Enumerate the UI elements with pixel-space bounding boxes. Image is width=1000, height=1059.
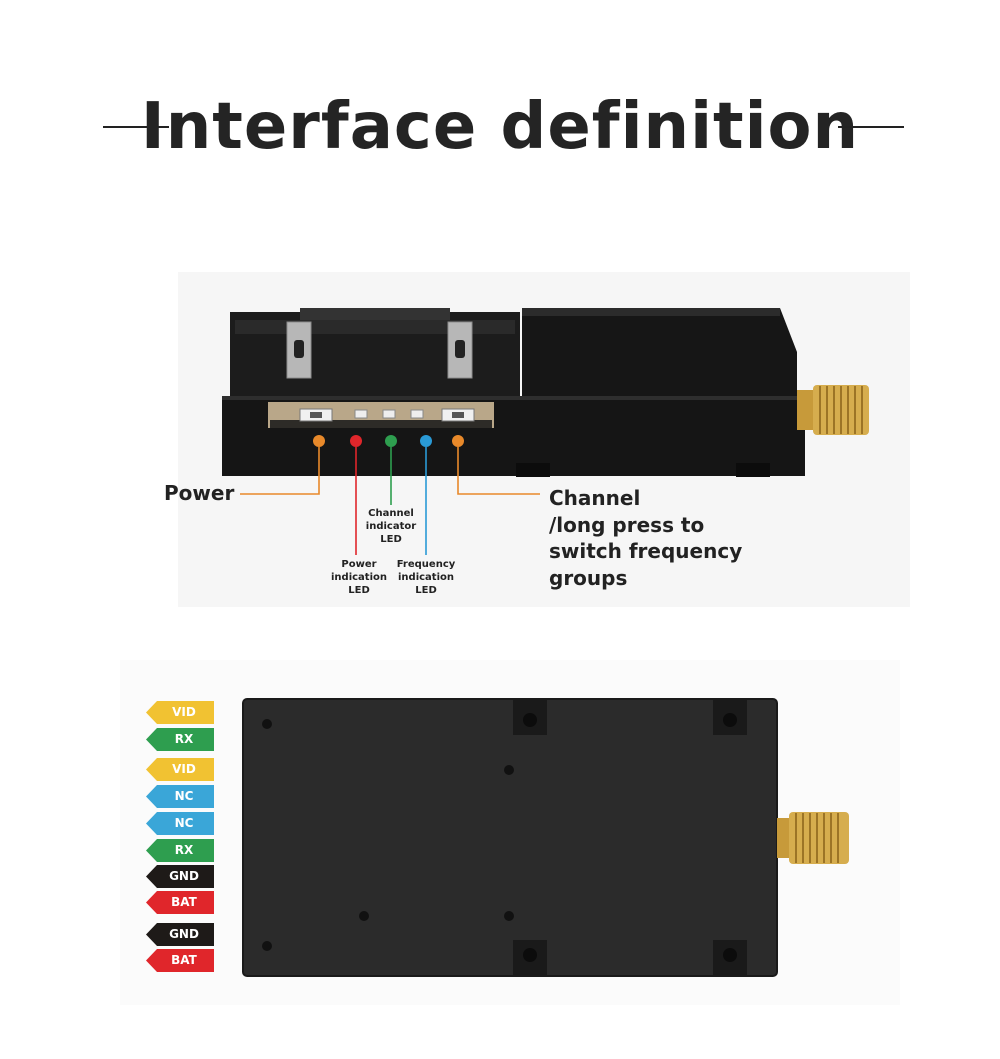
pin-tag-vid: VID — [146, 701, 214, 724]
sma-antenna-connector-top-icon — [777, 812, 849, 864]
pin-tag-label: VID — [172, 705, 196, 719]
power-led-label: Power indication LED — [319, 558, 399, 597]
title-row: Interface definition — [0, 82, 1000, 172]
power-led-label-line: indication — [330, 572, 387, 583]
pin-tag-label: GND — [169, 869, 199, 883]
pin-tag-label: GND — [169, 927, 199, 941]
pin-tag-nc: NC — [146, 812, 214, 835]
power-led-marker-icon — [350, 435, 362, 447]
pin-tag-label: NC — [174, 816, 194, 830]
pin-tag-arrow-icon — [146, 785, 214, 808]
pin-tag-arrow-icon — [146, 839, 214, 862]
power-led-label-line: Power — [341, 559, 377, 570]
channel-button-label-line: switch frequency — [549, 539, 743, 563]
title-rule-right — [838, 126, 904, 128]
channel-button-marker-icon — [452, 435, 464, 447]
clip-right-icon — [447, 321, 473, 379]
power-led-label-line: LED — [348, 585, 370, 596]
channel-led-marker-icon — [385, 435, 397, 447]
frequency-led-marker-icon — [420, 435, 432, 447]
sma-antenna-connector-icon — [797, 385, 869, 435]
frequency-led-label: Frequency indication LED — [386, 558, 466, 597]
power-button-label: Power — [164, 481, 235, 505]
pin-tag-vid: VID — [146, 758, 214, 781]
pin-tag-arrow-icon — [146, 949, 214, 972]
channel-led-label-line: LED — [380, 534, 402, 545]
pin-tag-arrow-icon — [146, 865, 214, 888]
pin-tag-arrow-icon — [146, 758, 214, 781]
device-top-view — [242, 698, 849, 977]
pin-tag-label: BAT — [171, 953, 197, 967]
channel-button-label-line: Channel — [549, 486, 641, 510]
pin-tag-arrow-icon — [146, 812, 214, 835]
pin-tag-nc: NC — [146, 785, 214, 808]
title-rule-left — [103, 126, 169, 128]
pin-tag-arrow-icon — [146, 728, 214, 751]
pin-tag-arrow-icon — [146, 923, 214, 946]
page-title: Interface definition — [140, 90, 860, 164]
pin-tag-label: VID — [172, 762, 196, 776]
frequency-led-label-line: Frequency — [396, 559, 456, 570]
pin-tag-gnd: GND — [146, 923, 214, 946]
pin-tag-label: RX — [174, 732, 194, 746]
pin-tag-label: BAT — [171, 895, 197, 909]
pin-tag-label: NC — [174, 789, 194, 803]
channel-led-label: Channel indicator LED — [351, 507, 431, 546]
pin-tag-rx: RX — [146, 728, 214, 751]
channel-led-label-line: Channel — [368, 508, 414, 519]
frequency-led-label-line: LED — [415, 585, 437, 596]
pin-tag-arrow-icon — [146, 701, 214, 724]
channel-button-label-line: /long press to — [549, 512, 705, 537]
frequency-led-label-line: indication — [397, 572, 454, 583]
pin-tag-arrow-icon — [146, 891, 214, 914]
pin-tag-rx: RX — [146, 839, 214, 862]
pin-tag-bat: BAT — [146, 949, 214, 972]
pin-tag-bat: BAT — [146, 891, 214, 914]
clip-left-icon — [286, 321, 312, 379]
callouts — [240, 435, 540, 555]
channel-led-label-line: indicator — [365, 521, 417, 532]
pin-tag-gnd: GND — [146, 865, 214, 888]
power-button-marker-icon — [313, 435, 325, 447]
channel-button-label-line: groups — [549, 565, 628, 590]
pin-tag-label: RX — [174, 843, 194, 857]
channel-button-label: Channel /long press to switch frequency … — [549, 485, 769, 591]
